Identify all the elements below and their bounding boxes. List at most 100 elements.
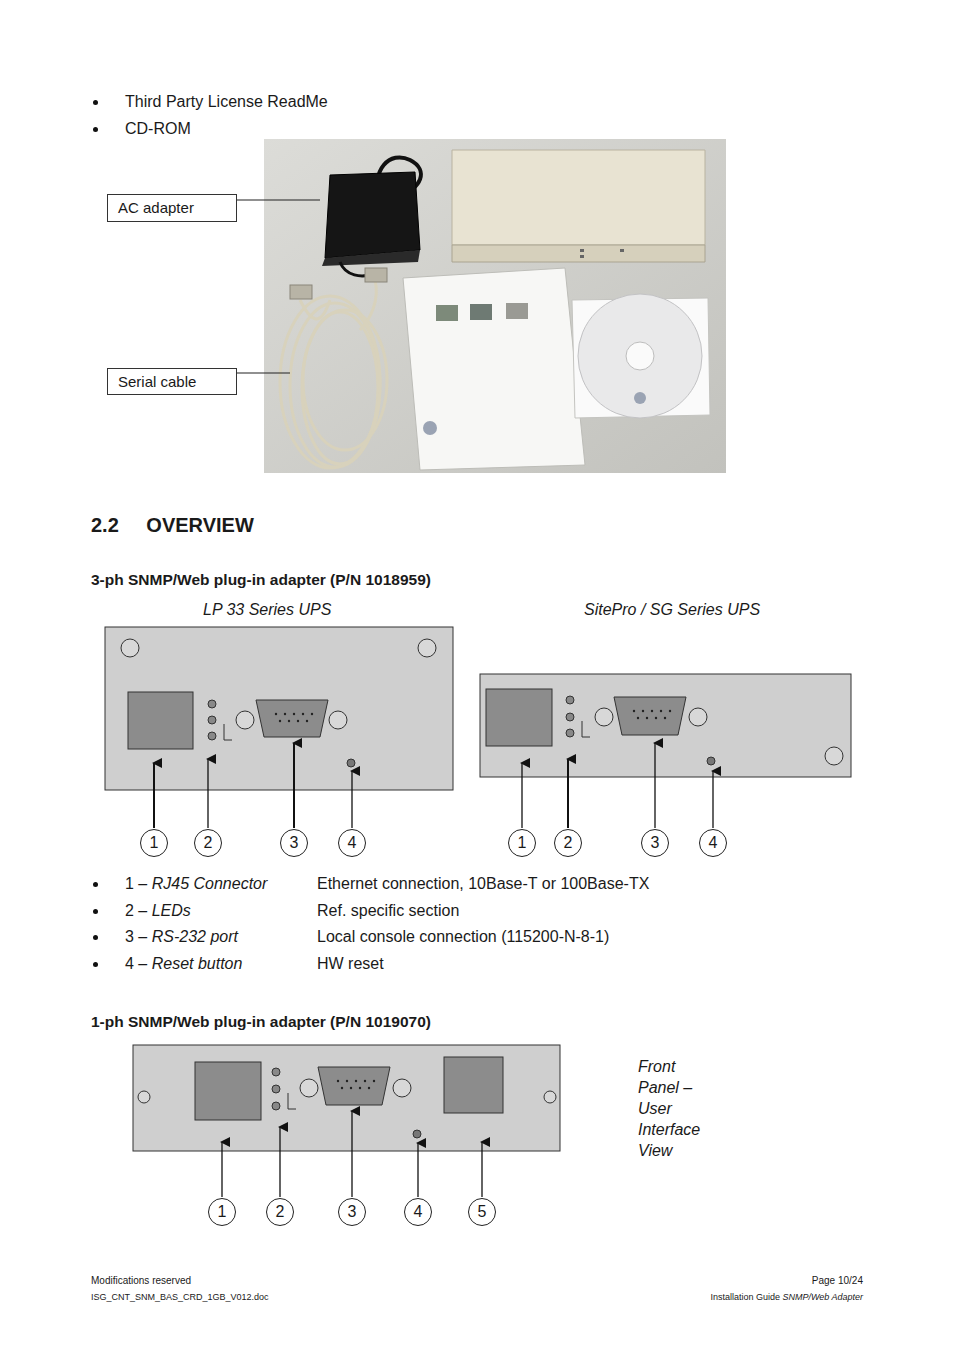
drawing-circle [306, 720, 308, 722]
drawing-polygon [403, 268, 585, 470]
text-part-italic: SNMP/Web Adapter [782, 1292, 863, 1302]
drawing-circle [637, 717, 639, 719]
drawing-circle [121, 639, 139, 657]
panel-caption: LP 33 Series UPS [203, 600, 331, 620]
part-name: 4 – Reset button [125, 954, 242, 974]
drawing-line [221, 1142, 222, 1197]
drawing-circle [302, 713, 304, 715]
drawing-circle [272, 1085, 280, 1093]
drawing-polyline [288, 1093, 296, 1109]
drawing-circle [293, 713, 295, 715]
drawing-circle [236, 711, 254, 729]
drawing-circle [368, 1087, 370, 1089]
drawing-circle [566, 729, 574, 737]
drawing-polygon [318, 1067, 390, 1105]
drawing-polyline [582, 721, 590, 737]
text-part-italic: Reset button [152, 955, 243, 972]
drawing-rect [105, 627, 453, 790]
text-part: 2 – [125, 902, 152, 919]
drawing-line [712, 771, 713, 828]
drawing-path [325, 172, 420, 258]
drawing-circle [634, 392, 646, 404]
callout-text: 1 [218, 1203, 227, 1221]
callout-number: 2 [194, 829, 222, 857]
drawing-line [237, 199, 320, 200]
drawing-circle [418, 639, 436, 657]
drawing-rect [470, 304, 492, 320]
text-part-italic: RS-232 port [152, 928, 238, 945]
drawing-polyline [224, 724, 232, 740]
footer-text: Installation Guide SNMP/Web Adapter [710, 1291, 863, 1303]
drawing-rect [480, 674, 851, 777]
drawing-circle [651, 710, 653, 712]
drawing-circle [275, 713, 277, 715]
part-description: HW reset [317, 954, 384, 974]
drawing-line [237, 372, 290, 373]
drawing-path [360, 280, 376, 330]
bullet-dot [93, 935, 98, 940]
drawing-line [279, 1127, 280, 1197]
drawing-circle [669, 710, 671, 712]
drawing-circle [393, 1079, 411, 1097]
callout-text: 4 [348, 834, 357, 852]
drawing-rect [195, 1062, 261, 1120]
drawing-circle [423, 421, 437, 435]
drawing-circle [660, 710, 662, 712]
text-part-italic: LEDs [152, 902, 191, 919]
drawing-rect [506, 303, 528, 319]
callout-text: 2 [564, 834, 573, 852]
drawing-circle [655, 717, 657, 719]
drawing-ellipse [303, 310, 387, 450]
list-item: Third Party License ReadMe [125, 92, 328, 112]
drawing-line [207, 759, 208, 828]
drawing-circle [350, 1087, 352, 1089]
label-box: Serial cable [107, 368, 237, 395]
drawing-circle [566, 713, 574, 721]
callout-number: 2 [266, 1198, 294, 1226]
drawing-circle [544, 1091, 556, 1103]
drawing-circle [642, 710, 644, 712]
part-name: 3 – RS-232 port [125, 927, 238, 947]
callout-number: 1 [508, 829, 536, 857]
footer-text: Modifications reserved [91, 1274, 191, 1287]
drawing-circle [346, 1080, 348, 1082]
bullet-dot [93, 127, 98, 132]
drawing-line [153, 763, 155, 828]
drawing-circle [279, 720, 281, 722]
subheading: 1-ph SNMP/Web plug-in adapter (P/N 10190… [91, 1012, 431, 1032]
panel-caption: SitePro / SG Series UPS [584, 600, 760, 620]
drawing-circle [413, 1130, 421, 1138]
drawing-circle [311, 713, 313, 715]
text-part: 1 – [125, 875, 152, 892]
drawing-polygon [452, 150, 705, 245]
drawing-circle [272, 1102, 280, 1110]
callout-text: 3 [290, 834, 299, 852]
drawing-rect [290, 285, 312, 299]
callout-number: 2 [554, 829, 582, 857]
drawing-polygon [614, 697, 686, 735]
drawing-line [417, 1143, 418, 1197]
bullet-dot [93, 962, 98, 967]
drawing-circle [337, 1080, 339, 1082]
drawing-circle [341, 1087, 343, 1089]
callout-number: 5 [468, 1198, 496, 1226]
drawing-line [521, 763, 522, 828]
drawing-circle [825, 747, 843, 765]
part-description: Ref. specific section [317, 901, 459, 921]
bullet-dot [93, 882, 98, 887]
drawing-rect [580, 249, 584, 252]
drawing-line [567, 759, 569, 828]
drawing-path [300, 300, 330, 319]
callout-number: 4 [404, 1198, 432, 1226]
drawing-circle [633, 710, 635, 712]
box-label: AC adapter [118, 199, 194, 216]
callout-text: 1 [518, 834, 527, 852]
drawing-g [280, 280, 387, 468]
drawing-circle [284, 713, 286, 715]
drawing-circle [208, 716, 216, 724]
drawing-rect [128, 692, 193, 749]
footer-text: ISG_CNT_SNM_BAS_CRD_1GB_V012.doc [91, 1291, 269, 1303]
drawing-circle [689, 708, 707, 726]
callout-number: 3 [280, 829, 308, 857]
label-box: AC adapter [107, 194, 237, 222]
